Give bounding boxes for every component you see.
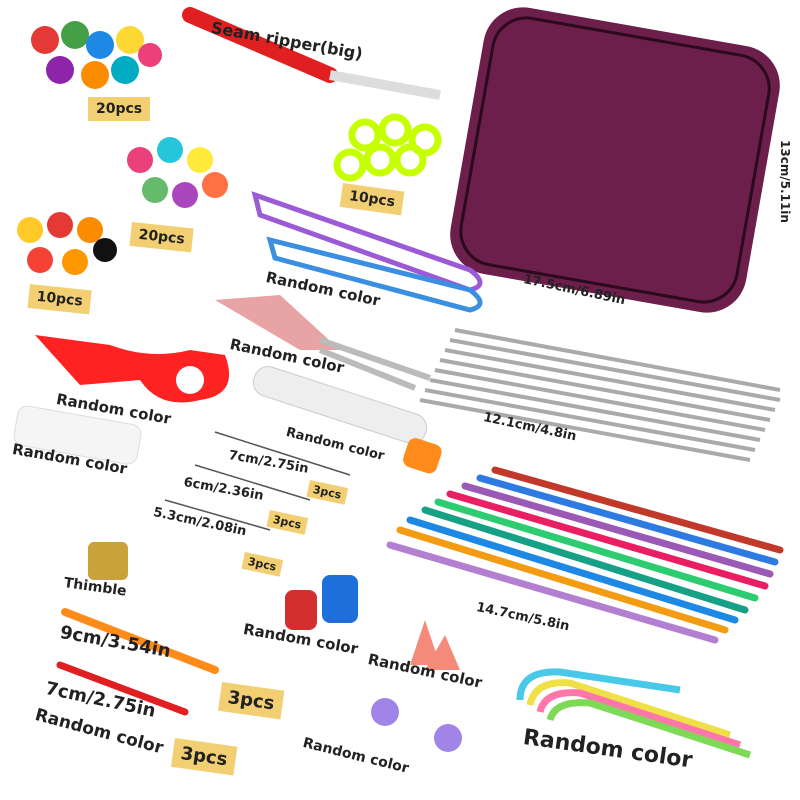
yarn-threaders-icon	[371, 698, 462, 752]
tape-measure-icon	[13, 405, 142, 465]
thimble-icon	[88, 542, 128, 580]
storage-case-icon	[450, 7, 780, 313]
dimension-label: 13cm/5.11in	[778, 140, 792, 223]
yarn-winder-icon	[35, 335, 230, 403]
needle-tube-icon	[252, 366, 442, 474]
stitch-holders-icon	[251, 191, 483, 313]
ring-markers-icon	[333, 113, 442, 182]
sewing-needles-icon	[164, 431, 351, 531]
stitch-markers-mid	[127, 137, 228, 208]
stitch-markers-bottom	[17, 212, 117, 275]
seam-ripper-icon	[182, 7, 441, 100]
stitch-markers-top	[31, 21, 162, 89]
plastic-needles-icon	[56, 608, 219, 716]
row-counter-icon	[285, 575, 358, 630]
count-badge: 20pcs	[88, 97, 151, 121]
aluminum-hooks-icon	[386, 466, 784, 644]
point-protectors-icon	[410, 620, 460, 670]
cable-needles-icon	[516, 668, 752, 759]
steel-hooks-icon	[419, 328, 781, 462]
scissors-icon	[215, 295, 431, 391]
